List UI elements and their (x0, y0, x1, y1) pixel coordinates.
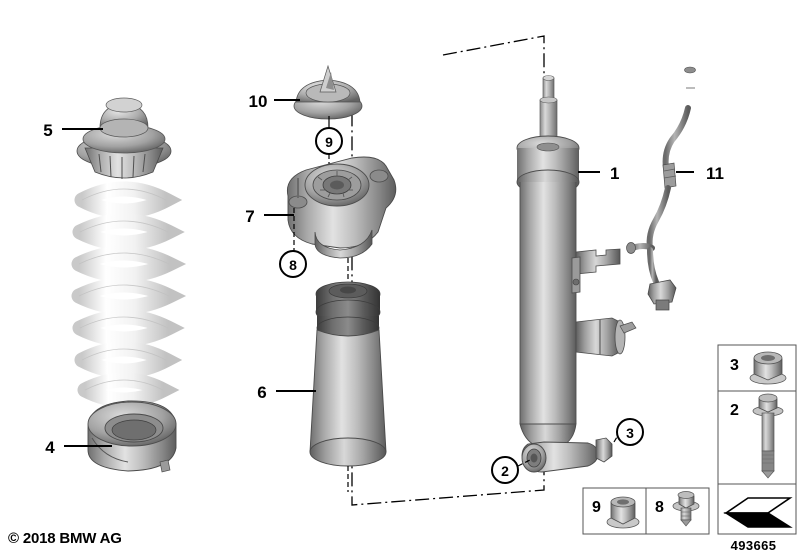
callout-4-label: 4 (45, 438, 55, 457)
callout-8-circled[interactable]: 8 (279, 208, 307, 278)
diagram-number: 493665 (730, 538, 777, 553)
flange-nut-icon (749, 351, 787, 385)
callout-11-label: 11 (706, 164, 724, 183)
legend-box-9[interactable]: 9 (582, 487, 647, 535)
flange-bolt-short-icon (672, 491, 700, 527)
callout-3-label: 3 (626, 425, 634, 441)
callout-7-label: 7 (245, 207, 254, 226)
legend-box-3-label: 3 (730, 357, 739, 374)
part-lower-spring-pad[interactable] (87, 400, 177, 473)
hex-flange-bolt-icon (752, 393, 784, 479)
callout-10-label: 10 (249, 92, 268, 111)
legend-box-8[interactable]: 8 (645, 487, 710, 535)
legend-box-8-label: 8 (655, 499, 664, 516)
callout-6[interactable]: 6 (257, 383, 316, 402)
copyright-notice: © 2018 BMW AG (8, 530, 122, 547)
callout-7[interactable]: 7 (245, 207, 294, 226)
callout-8-label: 8 (289, 257, 297, 273)
callout-1[interactable]: 1 (578, 164, 619, 183)
callout-2-label: 2 (501, 463, 509, 479)
callout-10[interactable]: 10 (249, 92, 300, 111)
callout-9-label: 9 (325, 134, 333, 150)
part-bump-stop-protective-tube[interactable] (309, 258, 387, 492)
callout-3-circled[interactable]: 3 (613, 418, 644, 446)
callout-4[interactable]: 4 (45, 438, 112, 457)
legend-box-2-label: 2 (730, 402, 739, 419)
callout-5-label: 5 (43, 121, 52, 140)
direction-of-travel-arrow-icon (723, 497, 793, 528)
legend-box-9-label: 9 (592, 499, 601, 516)
callout-6-label: 6 (257, 383, 266, 402)
callout-11[interactable]: 11 (676, 164, 724, 183)
part-coil-spring[interactable] (71, 181, 187, 408)
legend-box-2[interactable]: 2 (717, 390, 797, 485)
part-shock-absorber[interactable] (516, 75, 637, 473)
legend-box-direction-arrow (717, 483, 797, 535)
callout-2-circled[interactable]: 2 (491, 456, 531, 484)
legend-box-3[interactable]: 3 (717, 344, 797, 392)
part-upper-support-bearing[interactable] (76, 97, 172, 179)
part-cover-cap[interactable] (293, 64, 363, 120)
part-sensor-cable[interactable] (626, 66, 696, 311)
part-strut-mount[interactable] (286, 156, 397, 259)
flange-nut-small-icon (606, 496, 640, 529)
callout-5[interactable]: 5 (43, 121, 103, 140)
callout-1-label: 1 (610, 164, 619, 183)
